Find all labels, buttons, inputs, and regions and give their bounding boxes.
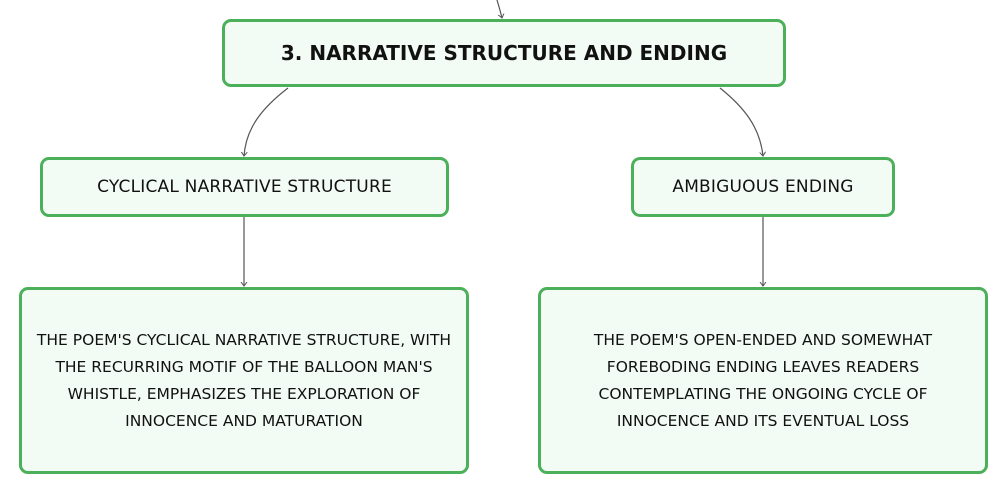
branch-node-label: CYCLICAL NARRATIVE STRUCTURE (97, 177, 392, 197)
branch-node-cyclical-narrative-structure[interactable]: CYCLICAL NARRATIVE STRUCTURE (40, 157, 449, 217)
detail-node-ambiguous-ending[interactable]: THE POEM'S OPEN-ENDED AND SOMEWHAT FOREB… (538, 287, 988, 474)
root-node-label: 3. NARRATIVE STRUCTURE AND ENDING (280, 41, 728, 65)
incoming-connector (496, 0, 502, 18)
branch-node-label: AMBIGUOUS ENDING (672, 177, 854, 197)
branch-node-ambiguous-ending[interactable]: AMBIGUOUS ENDING (631, 157, 895, 217)
connector-root-to-cyclical (244, 87, 289, 156)
root-node[interactable]: 3. NARRATIVE STRUCTURE AND ENDING (222, 19, 786, 87)
connector-root-to-ambiguous (719, 87, 763, 156)
detail-node-text: THE POEM'S CYCLICAL NARRATIVE STRUCTURE,… (36, 330, 452, 430)
detail-node-text: THE POEM'S OPEN-ENDED AND SOMEWHAT FOREB… (593, 330, 933, 430)
detail-node-cyclical-narrative-structure[interactable]: THE POEM'S CYCLICAL NARRATIVE STRUCTURE,… (19, 287, 469, 474)
